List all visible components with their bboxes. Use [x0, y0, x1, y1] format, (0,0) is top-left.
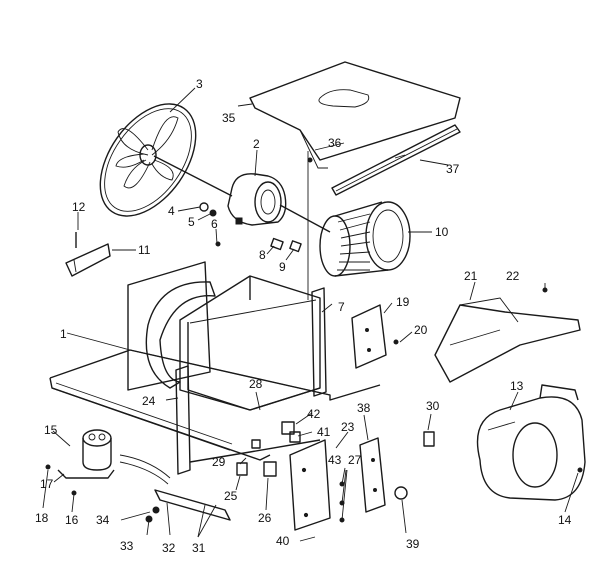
base-pan: [49, 349, 381, 461]
plug: [423, 431, 435, 447]
motor: [153, 155, 331, 233]
callout-39: 39: [406, 537, 420, 551]
callout-1: 1: [60, 327, 67, 341]
callout-25: 25: [224, 489, 238, 503]
shaft-hardware: [199, 202, 217, 217]
callout-24: 24: [142, 394, 156, 408]
callout-27: 27: [348, 453, 362, 467]
callout-4: 4: [168, 204, 175, 218]
control-panel: [289, 439, 331, 531]
callout-26: 26: [258, 511, 272, 525]
callout-21: 21: [464, 269, 478, 283]
callout-20: 20: [414, 323, 428, 337]
callout-5: 5: [188, 215, 195, 229]
callout-14: 14: [558, 513, 572, 527]
callout-42: 42: [307, 407, 321, 421]
cover-plate: [359, 437, 386, 513]
callout-41: 41: [317, 425, 331, 439]
callout-33: 33: [120, 539, 134, 553]
screws: [45, 157, 583, 523]
control-components: [236, 421, 301, 477]
callout-18: 18: [35, 511, 49, 525]
callout-34: 34: [96, 513, 110, 527]
callout-16: 16: [65, 513, 79, 527]
blower-housing: [476, 384, 586, 501]
callout-36: 36: [328, 136, 342, 150]
access-panel: [351, 304, 387, 369]
capacitor-bracket: [57, 469, 115, 479]
motor-mount-hardware: [270, 237, 302, 253]
air-deflector: [434, 297, 581, 383]
callout-32: 32: [162, 541, 176, 555]
callout-19: 19: [396, 295, 410, 309]
callout-3: 3: [196, 77, 203, 91]
callout-10: 10: [435, 225, 449, 239]
capacitor: [82, 429, 112, 471]
callout-29: 29: [212, 455, 226, 469]
callout-40: 40: [276, 534, 290, 548]
small-bracket: [65, 232, 111, 277]
mounting-rail: [331, 124, 461, 196]
callout-11: 11: [138, 243, 151, 257]
callout-23: 23: [341, 420, 355, 434]
callout-30: 30: [426, 399, 440, 413]
callout-8: 8: [259, 248, 266, 262]
callout-6: 6: [211, 217, 218, 231]
callout-labels: 1 2 3 4 5 6 7 8 9 10 11 12 13 14 15 16 1…: [35, 77, 572, 555]
lower-hardware: [145, 489, 231, 523]
callout-31: 31: [192, 541, 206, 555]
callout-43: 43: [328, 453, 342, 467]
leader-lines: [42, 87, 579, 542]
callout-15: 15: [44, 423, 58, 437]
callout-9: 9: [279, 260, 286, 274]
callout-12: 12: [72, 200, 86, 214]
main-housing: [127, 261, 327, 475]
fan-blade: [99, 103, 197, 217]
callout-2: 2: [253, 137, 260, 151]
top-cover-panel: [249, 61, 461, 169]
callout-17: 17: [40, 477, 54, 491]
wire-harness: [119, 454, 171, 485]
callout-7: 7: [338, 300, 345, 314]
blower-wheel: [319, 201, 411, 277]
callout-37: 37: [446, 162, 460, 176]
callout-22: 22: [506, 269, 520, 283]
callout-38: 38: [357, 401, 371, 415]
callout-28: 28: [249, 377, 263, 391]
callout-35: 35: [222, 111, 236, 125]
callout-13: 13: [510, 379, 524, 393]
grommet: [394, 486, 408, 500]
